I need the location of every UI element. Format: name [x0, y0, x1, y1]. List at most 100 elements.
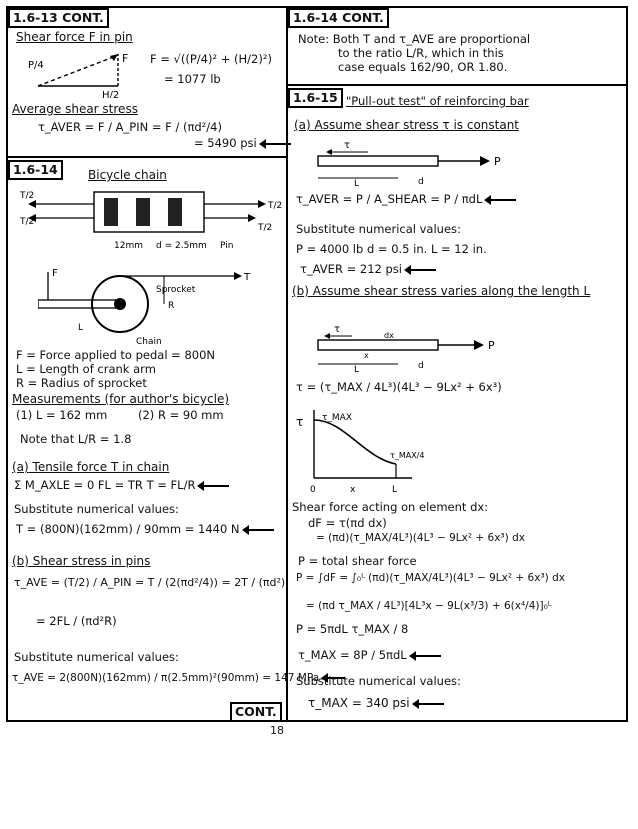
chain-links — [93, 191, 205, 233]
answer-arrow-icon — [411, 698, 444, 709]
arrow-left-icon — [28, 214, 36, 222]
shear-element-label: Shear force acting on element dx: — [292, 500, 489, 514]
graph-label-tau: τ — [296, 415, 303, 429]
right-section-divider — [288, 84, 626, 86]
reinforcing-bar — [317, 155, 439, 167]
pullout-heading: "Pull-out test" of reinforcing bar — [346, 94, 529, 108]
section-title-1-6-15: 1.6-15 — [288, 88, 343, 108]
subst-a-label: Substitute numerical values: — [14, 502, 179, 516]
label-p-bar-b: P — [488, 339, 495, 352]
sprocket-diagram: F T Sprocket R L Chain — [38, 268, 251, 347]
shear-curve — [313, 419, 397, 465]
arrow-head-icon — [110, 54, 118, 61]
graph-label-taumax: τ_MAX — [322, 413, 352, 423]
label-l-crank: L — [78, 323, 83, 333]
answer-arrow-icon — [258, 138, 291, 149]
label-pin: Pin — [220, 241, 233, 251]
bicycle-chain-diagram: T/2 T/2 T/2 T/2 12mm d = 2.5mm Pin — [19, 191, 282, 251]
label-d-bar: d — [418, 177, 424, 186]
label-d-bar-b: d — [418, 361, 424, 371]
label-chain: Chain — [136, 337, 162, 347]
def-l: L = Length of crank arm — [16, 362, 156, 376]
answer-arrow-icon — [241, 524, 274, 535]
tau-pin-numeric-row: τ_AVE = 2(800N)(162mm) / π(2.5mm)²(90mm)… — [12, 672, 346, 685]
label-t2-bottom-left: T/2 — [19, 217, 34, 227]
sprocket-hub — [114, 298, 126, 310]
arrow-right-icon — [480, 156, 490, 166]
tau-aver-bar-equation: τ_AVER = P / A_SHEAR = P / πdL — [296, 192, 483, 206]
answer-arrow-icon — [408, 650, 441, 661]
taumax-result-row: τ_MAX = 340 psi — [308, 696, 444, 711]
arrow-right-icon — [258, 200, 266, 208]
df-equation-1: dF = τ(πd dx) — [308, 516, 387, 530]
p-integral: P = ∫dF = ∫₀ᴸ (πd)(τ_MAX/4L³)(4L³ − 9Lx²… — [296, 572, 565, 584]
label-t2-right: T/2 — [267, 201, 282, 211]
graph-label-0: 0 — [310, 485, 316, 495]
tau-aver-bar-row: τ_AVER = P / A_SHEAR = P / πdL — [296, 192, 517, 206]
cont-label: CONT. — [230, 702, 282, 722]
part-b-heading-pins: (b) Shear stress in pins — [12, 554, 151, 568]
tension-equation-row: T = (800N)(162mm) / 90mm = 1440 N — [16, 522, 274, 536]
label-d: d = 2.5mm — [156, 241, 207, 251]
p-result: P = 5πdL τ_MAX / 8 — [296, 622, 409, 636]
label-f-triangle: F — [122, 52, 128, 65]
label-t-sprocket: T — [243, 272, 251, 283]
label-sprocket: Sprocket — [156, 285, 196, 295]
label-l-bar-b: L — [354, 365, 359, 374]
tau-aver-result-row: = 5490 psi — [194, 136, 291, 150]
chain-plate — [136, 198, 150, 226]
shear-force-heading: Shear force F in pin — [16, 30, 133, 44]
chain-plate — [168, 198, 182, 226]
formula-f: F = √((P/4)² + (H/2)²) — [150, 52, 272, 66]
subst-b-bar: Substitute numerical values: — [296, 674, 461, 688]
section-title-1-6-14-cont: 1.6-14 CONT. — [288, 8, 389, 28]
label-p4: P/4 — [28, 60, 44, 71]
tau-pin-numeric: τ_AVE = 2(800N)(162mm) / π(2.5mm)²(90mm) — [12, 672, 259, 684]
chain-heading: Bicycle chain — [88, 168, 167, 182]
label-tau-bar: τ — [344, 140, 350, 151]
label-l-bar: L — [354, 179, 359, 186]
triangle-hypotenuse — [37, 55, 117, 87]
measurement-1: (1) L = 162 mm — [16, 408, 108, 422]
tau-pin-result: = 147 MPa — [262, 672, 320, 684]
label-h2: H/2 — [102, 90, 119, 98]
graph-label-taumax4: τ_MAX/4 — [390, 451, 424, 460]
bar-diagram-constant: τ P L d — [317, 140, 501, 186]
shear-distribution-graph: τ τ_MAX τ_MAX/4 0 x L — [296, 410, 424, 495]
tension-result: = 1440 N — [184, 522, 240, 536]
taumax-result: τ_MAX = 340 psi — [308, 696, 410, 710]
tau-aver-bar-result: τ_AVER = 212 psi — [300, 262, 402, 276]
label-t2-top-left: T/2 — [19, 191, 34, 201]
result-f: = 1077 lb — [164, 72, 221, 86]
subst-a-bar: Substitute numerical values: — [296, 222, 461, 236]
tau-pin-equation-2: = 2FL / (πd²R) — [36, 614, 117, 628]
bar-diagram-varying: τ x dx P L d — [317, 324, 495, 374]
p-evaluation: = (πd τ_MAX / 4L³)[4L³x − 9L(x³/3) + 6(x… — [306, 600, 552, 612]
arrow-left-icon — [326, 149, 332, 155]
taumax-equation: τ_MAX = 8P / 5πdL — [298, 648, 407, 662]
label-dx-bar: dx — [384, 331, 394, 340]
note-line-2: to the ratio L/R, which in this — [338, 46, 504, 60]
section-title-1-6-13-cont: 1.6-13 CONT. — [8, 8, 109, 28]
measurements-heading: Measurements (for author's bicycle) — [12, 392, 230, 406]
avg-shear-heading: Average shear stress — [12, 102, 138, 116]
graph-label-x: x — [350, 485, 356, 495]
force-triangle-diagram: P/4 F H/2 — [28, 52, 128, 98]
chain-plate — [104, 198, 118, 226]
arrow-right-icon — [234, 272, 242, 280]
bar-values: P = 4000 lb d = 0.5 in. L = 12 in. — [296, 242, 487, 256]
label-p-bar: P — [494, 155, 501, 168]
def-f: F = Force applied to pedal = 800N — [16, 348, 216, 362]
arrow-right-icon — [248, 214, 256, 222]
answer-arrow-icon — [321, 673, 346, 683]
taumax-equation-row: τ_MAX = 8P / 5πdL — [298, 648, 441, 662]
section-title-1-6-14: 1.6-14 — [8, 160, 63, 180]
graph-label-l: L — [392, 485, 397, 495]
ratio-note: Note that L/R = 1.8 — [20, 432, 132, 446]
tension-equation: T = (800N)(162mm) / 90mm — [16, 522, 182, 536]
arrow-left-icon — [324, 333, 330, 339]
label-f-pedal: F — [52, 268, 58, 279]
note-line-3: case equals 162/90, OR 1.80. — [338, 60, 508, 74]
tau-aver-formula: τ_AVER = F / A_PIN = F / (πd²/4) — [38, 120, 222, 134]
label-r: R — [168, 301, 174, 311]
